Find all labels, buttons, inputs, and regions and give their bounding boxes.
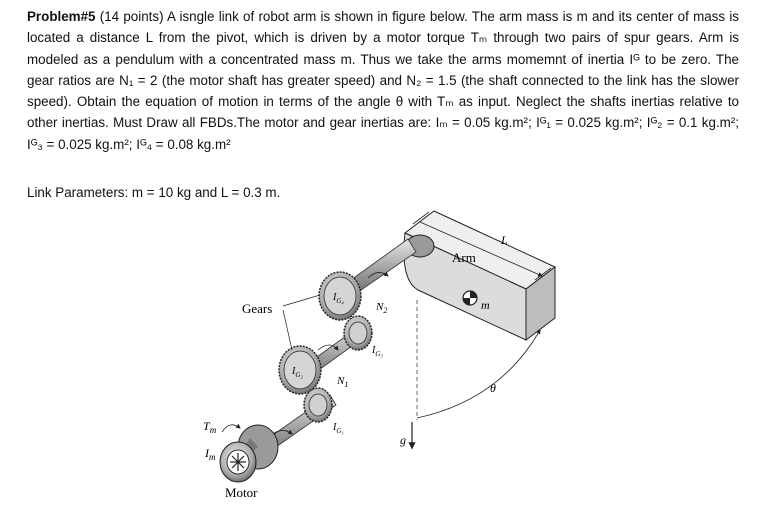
ig1-label: IG₁ <box>332 422 344 435</box>
problem-statement: Problem#5 (14 points) A isngle link of r… <box>27 6 739 155</box>
mass-symbol <box>462 290 478 306</box>
mass-label: m <box>481 298 490 312</box>
motor-label: Motor <box>225 485 258 500</box>
gears-label: Gears <box>242 301 272 316</box>
tm-label: Tm <box>203 419 217 435</box>
n1-label: N1 <box>336 375 348 389</box>
ig2-label: IG₂ <box>291 366 303 379</box>
theta-arc <box>416 329 541 419</box>
length-label: L <box>500 233 508 247</box>
gear-g2 <box>278 345 322 395</box>
ig4-label: IG₄ <box>332 292 344 305</box>
problem-text: (14 points) A isngle link of robot arm i… <box>27 9 739 152</box>
gravity-label: g <box>400 433 406 447</box>
gear-g4 <box>318 271 362 321</box>
gear-g3 <box>343 315 373 351</box>
arm-block <box>403 210 556 342</box>
link-parameters: Link Parameters: m = 10 kg and L = 0.3 m… <box>27 185 281 200</box>
im-label: Im <box>204 446 216 462</box>
n2-label: N2 <box>375 301 387 315</box>
theta-label: θ <box>490 381 496 395</box>
gear-g1 <box>303 387 333 423</box>
dimension-tick-right <box>534 267 552 281</box>
ig3-label: IG₃ <box>371 345 383 358</box>
dimension-line-L <box>419 221 543 277</box>
tm-torque-arrow <box>221 423 241 433</box>
problem-label: Problem#5 <box>27 9 96 24</box>
arm-label: Arm <box>452 250 476 265</box>
motor-body <box>219 424 279 483</box>
gears-leader-2 <box>282 309 293 351</box>
gears-leader-1 <box>282 294 321 307</box>
dimension-tick-left <box>412 211 430 225</box>
rotation-arrow-upper <box>367 271 389 279</box>
rotation-arrow-middle <box>317 344 339 351</box>
